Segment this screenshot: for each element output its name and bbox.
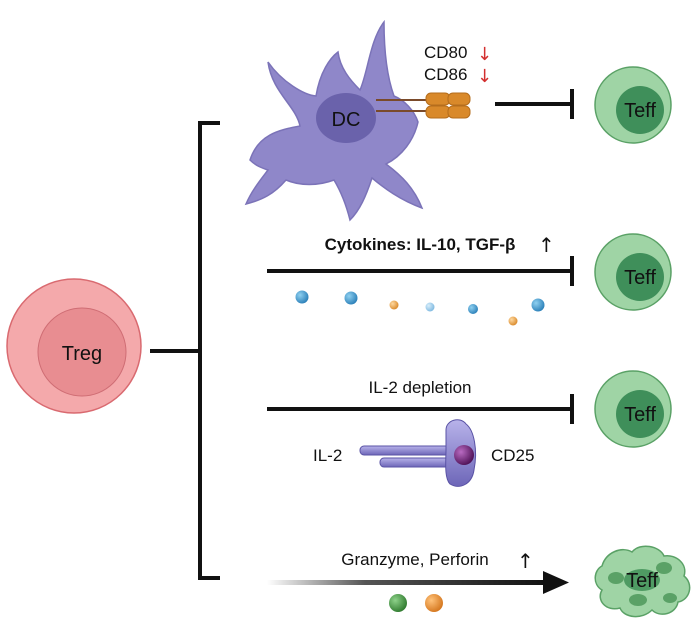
teff-label: Teff [626, 570, 658, 592]
cd80-down-arrow: ↓ [477, 44, 492, 65]
cd25-label: CD25 [491, 446, 534, 465]
cytokines-label: Cytokines: IL-10, TGF-β [325, 235, 516, 254]
granzyme-perforin-label: Granzyme, Perforin [341, 550, 488, 569]
cytokine-dot [344, 291, 358, 305]
cd86-molecule [425, 105, 451, 119]
cytokine-dot [468, 304, 478, 314]
treg-cell: Treg [6, 278, 142, 414]
il2-label: IL-2 [313, 446, 342, 465]
dc-nucleus [316, 93, 376, 143]
granzyme-dot [389, 594, 407, 612]
teff-label: Teff [624, 404, 656, 426]
teff-nucleus-fragment [624, 569, 660, 591]
dc-markers: CD80 ↓ CD86 ↓ [424, 43, 492, 87]
inhibit-line-cytokines [267, 256, 574, 286]
cytokine-pathway: Cytokines: IL-10, TGF-β ↑ [267, 233, 574, 326]
perforin-dot [425, 594, 443, 612]
cd80-molecule [425, 92, 451, 106]
cd86-down-arrow: ↓ [477, 66, 492, 87]
il2-bound-dot [454, 445, 474, 465]
activation-arrow-head [543, 571, 569, 594]
teff-label: Teff [624, 100, 656, 122]
il2-depletion-label: IL-2 depletion [368, 378, 471, 397]
dc-label: DC [332, 109, 361, 131]
teff-fragment [629, 594, 647, 606]
il2-receptor-complex [359, 419, 477, 487]
teff-fragment [663, 593, 677, 603]
treg-label: Treg [62, 343, 102, 365]
cd86-molecule-domain [447, 105, 471, 119]
il2-pathway: IL-2 depletion IL-2 CD25 [267, 378, 574, 487]
inhibit-line-costim [495, 89, 574, 119]
branch-bracket [150, 121, 220, 580]
cytokines-up-arrow: ↑ [538, 233, 555, 257]
dendritic-cell: DC [244, 19, 424, 222]
costim-molecules [376, 92, 471, 119]
cytokine-dot [508, 316, 518, 326]
teff-nucleus [616, 253, 664, 301]
teff-label: Teff [624, 267, 656, 289]
cd86-label: CD86 [424, 65, 467, 84]
teff-fragment [608, 572, 624, 584]
inhibit-line-il2 [267, 394, 574, 424]
teff-cell-2: Teff [594, 233, 672, 311]
teff-fragment [656, 562, 672, 574]
cytokine-dot [295, 290, 309, 304]
cytokine-molecules [295, 290, 545, 326]
teff-cell-3: Teff [594, 370, 672, 448]
cytokine-dot [531, 298, 545, 312]
activation-arrow-shaft [267, 580, 547, 585]
cytokine-dot [389, 300, 399, 310]
cytokine-dot [425, 302, 435, 312]
teff-nucleus [616, 390, 664, 438]
teff-cell-1: Teff [594, 66, 672, 144]
cd80-label: CD80 [424, 43, 467, 62]
teff-cell-dying: Teff [594, 545, 691, 618]
cd80-molecule-domain [447, 92, 471, 106]
teff-nucleus [616, 86, 664, 134]
granzyme-up-arrow: ↑ [517, 549, 534, 573]
il2-ligand [359, 445, 461, 456]
cytolysis-pathway: Granzyme, Perforin ↑ [267, 549, 569, 612]
treg-nucleus [37, 307, 127, 397]
